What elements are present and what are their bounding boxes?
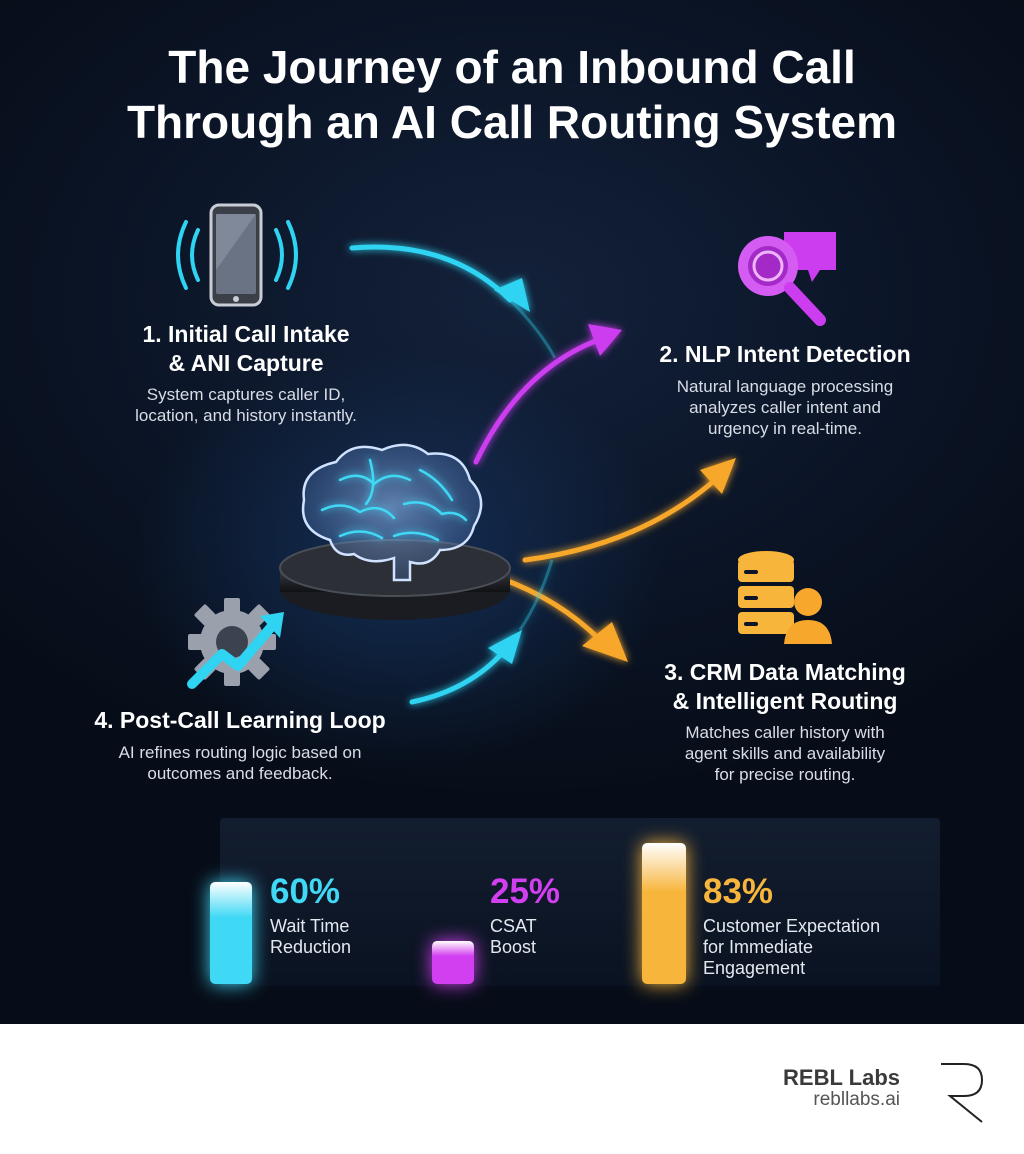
stats-panel	[220, 818, 940, 986]
step-1-title-line: 1. Initial Call Intake	[142, 321, 350, 347]
stat-bar-customer-expectation	[642, 843, 686, 984]
magnifier-chat-icon	[738, 232, 836, 326]
stat-label-line: Wait Time	[270, 916, 350, 936]
title-line-1: The Journey of an Inbound Call	[168, 41, 856, 93]
step-1-description: System captures caller ID, location, and…	[86, 384, 406, 426]
page-title: The Journey of an Inbound Call Through a…	[0, 40, 1024, 150]
step-1-title-line: & ANI Capture	[168, 350, 324, 376]
step-4-title-line: 4. Post-Call Learning Loop	[94, 707, 386, 733]
arrow-brain-to-nlp-return	[522, 458, 736, 563]
brand-logo-icon	[941, 1063, 984, 1123]
step-4-desc-line: AI refines routing logic based on	[118, 743, 362, 762]
stat-label-line: Reduction	[270, 937, 352, 957]
stat-label-csat: CSAT Boost	[490, 916, 537, 958]
brand-url: rebllabs.ai	[813, 1089, 900, 1110]
step-4-desc-line: outcomes and feedback.	[147, 764, 333, 783]
step-1-desc-line: location, and history instantly.	[135, 406, 357, 425]
stat-label-line: for Immediate	[703, 937, 814, 957]
flow-arrows	[349, 244, 736, 705]
step-3-desc-line: for precise routing.	[714, 765, 856, 784]
arrow-crm-to-learning	[409, 559, 554, 705]
smartphone-signal-icon	[176, 203, 298, 307]
database-user-icon	[738, 551, 832, 644]
ai-brain-icon	[279, 443, 511, 620]
stat-value-csat: 25%	[490, 872, 561, 911]
step-2-title: 2. NLP Intent Detection	[630, 340, 940, 369]
step-3-desc-line: agent skills and availability	[684, 744, 886, 763]
step-1-desc-line: System captures caller ID,	[146, 385, 346, 404]
step-3-desc-line: Matches caller history with	[685, 723, 885, 742]
title-line-2: Through an AI Call Routing System	[126, 96, 898, 148]
step-3-title-line: 3. CRM Data Matching	[664, 659, 906, 685]
arrow-brain-to-crm	[497, 575, 628, 662]
stat-value-wait-time: 60%	[270, 872, 341, 911]
arrow-brain-to-nlp	[473, 324, 622, 465]
stat-value-customer-expectation: 83%	[703, 872, 774, 911]
stat-label-line: Engagement	[703, 958, 806, 978]
step-1-title: 1. Initial Call Intake & ANI Capture	[86, 320, 406, 378]
step-2-description: Natural language processing analyzes cal…	[630, 376, 940, 439]
stat-label-line: Customer Expectation	[703, 916, 881, 936]
step-3-description: Matches caller history with agent skills…	[630, 722, 940, 785]
step-2-title-line: 2. NLP Intent Detection	[659, 341, 911, 367]
stat-label-line: Boost	[490, 937, 537, 957]
stat-bar-wait-time	[210, 882, 252, 984]
stat-label-customer-expectation: Customer Expectation for Immediate Engag…	[703, 916, 880, 979]
step-2-desc-line: urgency in real-time.	[707, 419, 862, 438]
step-4-description: AI refines routing logic based on outcom…	[70, 742, 410, 784]
step-3-title-line: & Intelligent Routing	[672, 688, 898, 714]
stat-label-line: CSAT	[490, 916, 537, 936]
arrow-intake-to-nlp	[349, 244, 557, 359]
step-3-title: 3. CRM Data Matching & Intelligent Routi…	[630, 658, 940, 716]
gear-growth-icon	[187, 598, 284, 689]
step-4-title: 4. Post-Call Learning Loop	[70, 706, 410, 735]
brand-name: REBL Labs	[783, 1065, 900, 1090]
step-2-desc-line: analyzes caller intent and	[689, 398, 881, 417]
infographic-panel: The Journey of an Inbound Call Through a…	[0, 0, 1024, 1024]
step-2-desc-line: Natural language processing	[676, 377, 894, 396]
stat-bar-csat	[432, 941, 474, 984]
stat-label-wait-time: Wait Time Reduction	[270, 916, 351, 958]
